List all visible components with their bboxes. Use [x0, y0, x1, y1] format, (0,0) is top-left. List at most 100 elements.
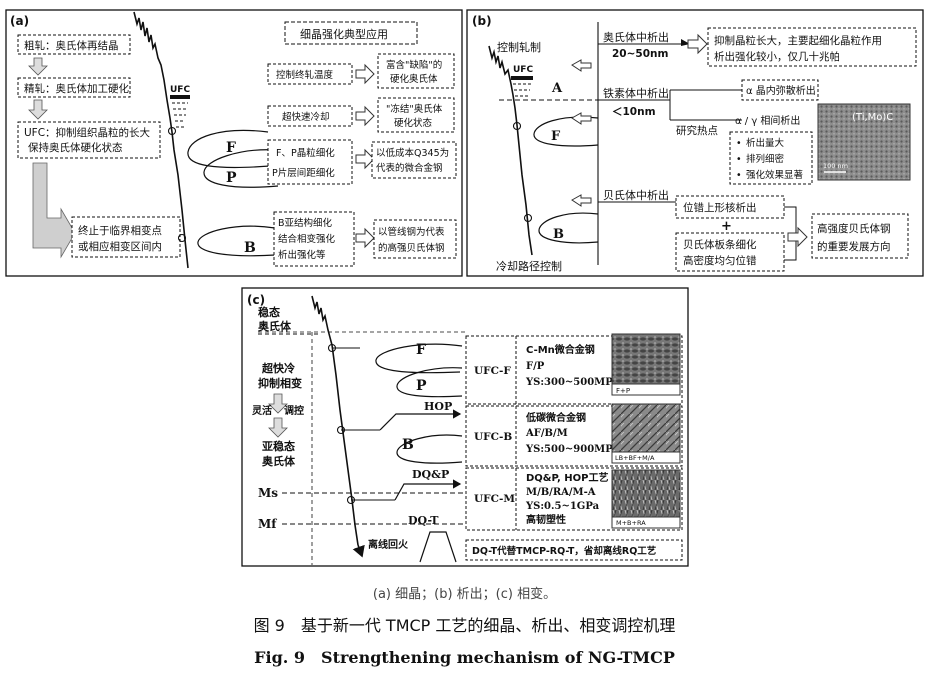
- flow-box-ufc-line2: 保持奥氏体硬化状态: [28, 141, 123, 154]
- right-arrow-icon: [687, 33, 708, 55]
- row3-l1: DQ&P, HOP工艺: [526, 471, 609, 484]
- right-arrow-icon: [355, 227, 375, 249]
- right-arrow-icon: [355, 105, 375, 127]
- flow-box-end: [71, 216, 181, 258]
- down-arrow-icon: [28, 57, 48, 76]
- transition-point: [512, 121, 522, 131]
- controlled-rolling-label: 控制轧制: [497, 40, 541, 54]
- bullet-1: 析出量大: [746, 137, 785, 149]
- curve-label-f: F: [226, 140, 236, 156]
- right-arrow-icon: [571, 194, 592, 207]
- row1-l3: YS:300~500MPa: [525, 377, 619, 388]
- ferrite-size: ＜10nm: [612, 106, 656, 118]
- cooling-curve: [133, 11, 189, 269]
- bullet-dot: •: [736, 170, 742, 181]
- ferrite-ppt: 铁素体中析出: [603, 86, 669, 100]
- stable-line2: 奥氏体: [257, 319, 292, 333]
- figure-caption-en: Fig. 9 Strengthening mechanism of NG-TMC…: [254, 648, 675, 667]
- flow-box-rough-rolling-text: 粗轧：奥氏体再结晶: [24, 39, 119, 52]
- temper-path: [419, 531, 457, 563]
- austenite-desc-line2: 析出强化较小，仅几十兆帕: [714, 50, 840, 63]
- panel-b: (b) 控制轧制 冷却路径控制 UFC A F B 奥氏体中析出 20~50nm…: [466, 9, 924, 277]
- flow-box-end-line2: 或相应相变区间内: [78, 240, 162, 253]
- app-result-1-line2: 硬化奥氏体: [390, 73, 438, 85]
- app-finish-temp: 控制终轧温度: [276, 69, 334, 81]
- c-curve-f-b: [533, 116, 599, 147]
- c-curve-b-b: [538, 212, 599, 244]
- dislocation-box: [675, 195, 785, 219]
- big-bend-arrow-icon: [32, 162, 76, 259]
- c-curve-b: [197, 225, 276, 257]
- app-box-finish-temp: [267, 63, 353, 85]
- app-result-box-1: [377, 53, 455, 89]
- ferrite-fork: [669, 89, 742, 121]
- flow-box-rough-rolling: [17, 34, 131, 55]
- hop-path: [379, 409, 462, 431]
- row2-img: LB+BF+M/A: [615, 454, 655, 462]
- img-label-bg: [611, 516, 681, 529]
- regulate-label: 调控: [284, 404, 304, 417]
- down-arrow-icon: [28, 99, 48, 120]
- meta-line2: 奥氏体: [261, 454, 296, 468]
- diffuse-box: [741, 79, 819, 101]
- transition-point: [523, 213, 533, 223]
- figure-caption-cn: 图 9 基于新一代 TMCP 工艺的细晶、析出、相变调控机理: [253, 616, 676, 635]
- apps-title-box: [284, 21, 418, 45]
- panel-c: (c) 稳态 奥氏体 超快冷 抑制相变 灵活 调控 亚稳态 奥氏体 Ms Mf …: [241, 287, 689, 567]
- bullet-dot: •: [736, 154, 742, 165]
- ufc-c-line2: 抑制相变: [258, 376, 302, 390]
- panel-c-label: (c): [247, 293, 265, 307]
- c-curve-p-c: [396, 367, 463, 398]
- ms-label: Ms: [258, 486, 278, 500]
- row1-l1: C-Mn微合金钢: [526, 343, 595, 356]
- micrograph-label: (Ti,Mo)C: [852, 112, 893, 123]
- row1-img: F+P: [616, 387, 630, 395]
- row2-name: UFC-B: [474, 431, 512, 443]
- branch-lines: [332, 347, 395, 501]
- app-fast-cooling: 超快速冷却: [282, 111, 330, 123]
- flow-box-end-line1: 终止于临界相变点: [78, 224, 162, 237]
- row1-l2: F/P: [526, 361, 545, 372]
- meta-line1: 亚稳态: [262, 439, 295, 453]
- c-curve-p: [203, 149, 279, 188]
- flow-box-ufc: [17, 121, 161, 159]
- row3-l2: M/B/RA/M-A: [526, 487, 596, 498]
- c-curve-f-start: [187, 129, 271, 169]
- grid-dashes: [258, 331, 465, 565]
- panel-a-label: (a): [10, 14, 29, 28]
- right-arrow-icon: [571, 59, 592, 72]
- flow-box-finish-rolling-text: 精轧：奥氏体加工硬化: [24, 82, 129, 95]
- lath-box: [675, 232, 785, 272]
- curve-label-f-c: F: [416, 342, 426, 358]
- app-box-fast-cooling: [267, 105, 353, 127]
- app-b-line3: 析出强化等: [278, 249, 326, 261]
- bullet-box: [729, 131, 813, 185]
- cooling-curve-b: [488, 45, 533, 256]
- img-label-bg: [611, 451, 681, 464]
- app-b-line2: 结合相变强化: [278, 233, 336, 245]
- row3-l3: YS:0.5~1GPa: [525, 501, 600, 512]
- row2-l1: 低碳微合金钢: [525, 411, 586, 424]
- dqp-label: DQ&P: [412, 468, 449, 481]
- curve-label-p-c: P: [416, 378, 427, 394]
- bottom-note-box: [465, 539, 683, 561]
- result-b-line2: 的重要发展方向: [817, 240, 891, 253]
- app-b-line1: B亚结构细化: [278, 217, 333, 229]
- austenite-size: 20~50nm: [612, 48, 668, 60]
- figure-diagram: (a) 粗轧：奥氏体再结晶 精轧：奥氏体加工硬化 UFC：抑制组织晶粒的长大 保…: [5, 9, 924, 567]
- c-curve-b-c: [396, 434, 463, 464]
- bullet-3: 强化效果显著: [746, 169, 803, 181]
- right-arrow-icon: [355, 148, 375, 170]
- tem-micrograph: [817, 103, 911, 181]
- app-fp-line2: P片层间距细化: [272, 167, 335, 179]
- app-result-4-line2: 的高强贝氏体钢: [378, 242, 445, 254]
- row1-name: UFC-F: [474, 365, 511, 377]
- flexible-label: 灵活: [252, 404, 272, 417]
- diffuse-label: α 晶内弥散析出: [746, 84, 816, 97]
- lath-line2: 高密度均匀位错: [683, 254, 757, 267]
- austenite-desc-line1: 抑制晶粒长大，主要起细化晶粒作用: [714, 34, 882, 47]
- lath-line1: 贝氏体板条细化: [683, 238, 757, 251]
- row3-name: UFC-M: [474, 493, 515, 505]
- bullet-2: 排列细密: [746, 153, 785, 165]
- ufc-spray-icon: [513, 83, 531, 97]
